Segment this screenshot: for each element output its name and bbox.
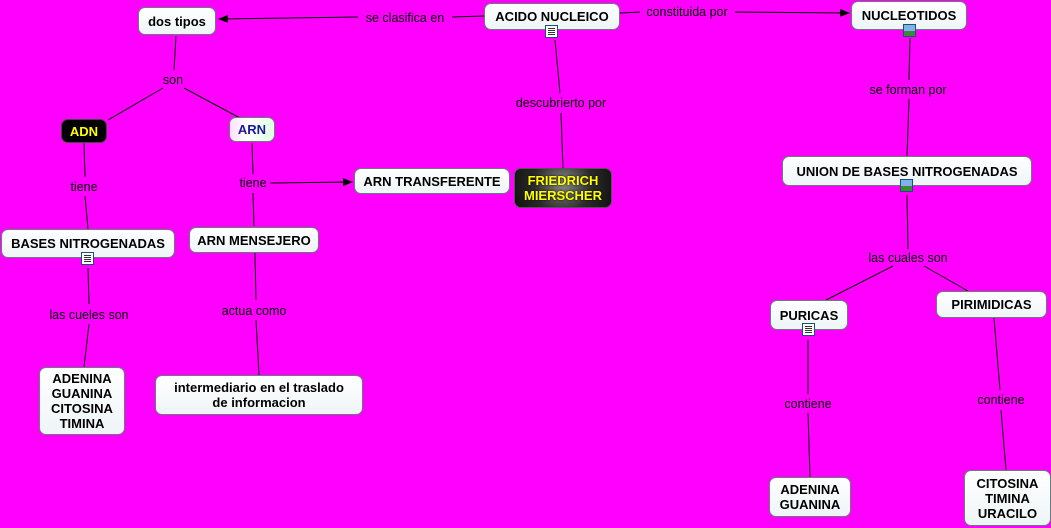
node-adenina-guanina[interactable]: ADENINA GUANINA: [769, 477, 851, 517]
line-tiene-mensajero: [252, 192, 255, 227]
node-adn[interactable]: ADN: [61, 119, 107, 143]
node-citosina-timina-uracilo[interactable]: CITOSINA TIMINA URACILO: [964, 470, 1051, 526]
document-icon[interactable]: [802, 323, 815, 336]
document-icon[interactable]: [545, 25, 558, 38]
link-label-las-cuales-son: las cuales son: [865, 251, 951, 265]
link-label-tiene-arn: tiene: [236, 176, 270, 190]
link-label-las-cueles-son: las cueles son: [46, 308, 132, 322]
document-icon[interactable]: [81, 252, 94, 265]
link-label-se-forman-por: se forman por: [866, 83, 950, 97]
line-tiene-transferente: [269, 178, 353, 187]
link-label-contiene-pirimidicas: contiene: [974, 393, 1028, 407]
line-acido-constituida: [619, 11, 641, 14]
node-union-bases-nitrogenadas[interactable]: UNION DE BASES NITROGENADAS: [782, 156, 1032, 186]
line-acido-clasifica: [451, 15, 485, 18]
line-cuales-pirimidicas: [923, 265, 969, 292]
line-actua-intermediario: [255, 319, 260, 376]
line-constituida-nucleotidos: [734, 8, 850, 17]
line-cuales-puricas: [825, 265, 894, 301]
link-label-contiene-puricas: contiene: [781, 397, 835, 411]
node-pirimidicas[interactable]: PIRIMIDICAS: [936, 291, 1047, 318]
line-arn-tiene: [251, 142, 254, 175]
line-mensajero-actua: [254, 252, 257, 301]
line-son-adn: [107, 87, 164, 121]
node-dos-tipos[interactable]: dos tipos: [138, 7, 216, 35]
node-arn[interactable]: ARN: [229, 117, 275, 142]
link-label-descubrierto-por: descubrierto por: [512, 96, 610, 110]
link-label-actua-como: actua como: [218, 304, 290, 318]
line-tiene-bases: [84, 195, 89, 230]
line-cueles-adenina: [83, 323, 90, 368]
line-contiene-citosina: [1000, 409, 1007, 471]
node-arn-mensejero[interactable]: ARN MENSEJERO: [189, 227, 319, 253]
line-clasifica-dostipos: [218, 14, 359, 23]
line-descubierto-friedrich: [560, 112, 564, 169]
line-contiene-adenina: [807, 412, 811, 478]
line-son-arn: [183, 87, 241, 119]
link-label-tiene-adn: tiene: [67, 180, 101, 194]
link-label-se-clasifica-en: se clasifica en: [362, 11, 448, 25]
node-friedrich-mierscher[interactable]: FRIEDRICH MIERSCHER: [514, 168, 612, 208]
image-icon[interactable]: [900, 179, 913, 192]
line-dostipos-son: [173, 35, 177, 71]
link-label-son: son: [159, 73, 187, 87]
line-bases-cueles: [87, 267, 90, 305]
link-label-constituida-por: constituida por: [643, 5, 731, 19]
image-icon[interactable]: [903, 24, 916, 37]
line-pirimidicas-contiene: [993, 317, 1001, 391]
node-adenina-guanina-citosina-timina[interactable]: ADENINA GUANINA CITOSINA TIMINA: [39, 367, 125, 435]
line-forman-union: [906, 98, 910, 158]
node-intermediario[interactable]: intermediario en el traslado de informac…: [155, 375, 363, 415]
line-adn-tiene: [83, 142, 86, 178]
line-union-cuales: [906, 194, 909, 250]
line-nucleotidos-forman: [908, 37, 911, 81]
line-acido-descubierto: [554, 39, 561, 94]
node-arn-transferente[interactable]: ARN TRANSFERENTE: [354, 168, 510, 194]
